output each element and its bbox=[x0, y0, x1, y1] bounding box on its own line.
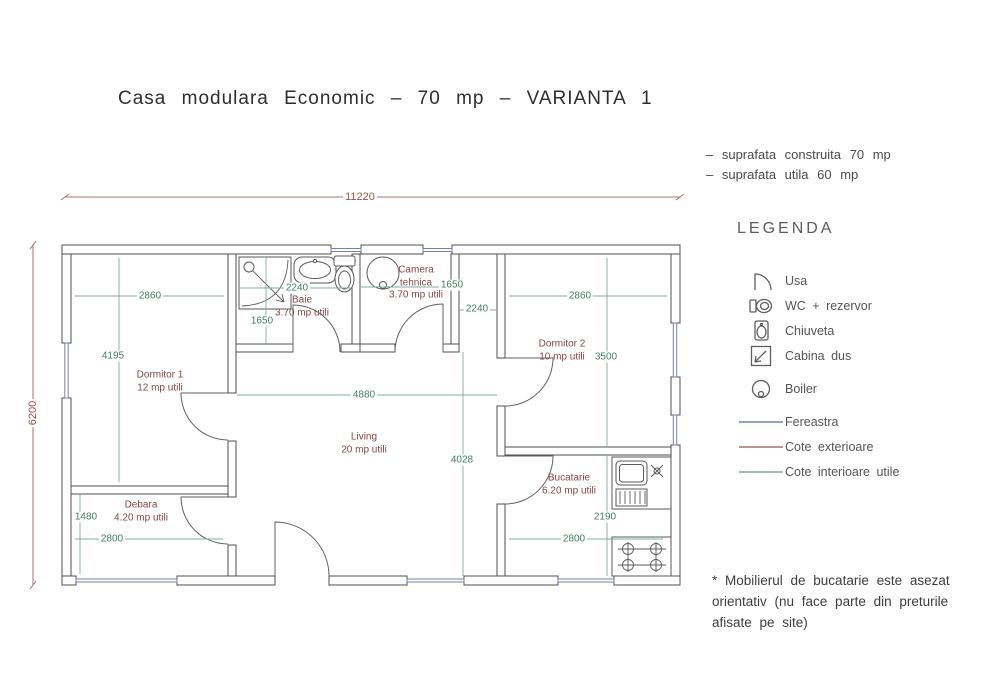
boiler-icon bbox=[737, 378, 785, 400]
dim-dormitor1-width: 2860 bbox=[136, 290, 164, 302]
legend-item-cabina-dus: Cabina dus bbox=[737, 343, 899, 368]
toilet bbox=[333, 255, 356, 293]
legend-item-boiler: Boiler bbox=[737, 376, 899, 401]
dim-debara-height: 1480 bbox=[72, 511, 100, 523]
ext-dim-line-icon bbox=[737, 444, 785, 450]
shower-cabin bbox=[238, 256, 292, 310]
room-label-debara: Debara 4.20 mp utili bbox=[114, 500, 168, 525]
legend-label: Cabina dus bbox=[785, 348, 852, 363]
shower-icon bbox=[737, 344, 785, 368]
door-icon bbox=[737, 269, 785, 293]
dim-dormitor2-width: 2860 bbox=[566, 290, 594, 302]
windows bbox=[64, 248, 678, 583]
legend-item-cote-interioare: Cote interioare utile bbox=[737, 459, 899, 484]
window-line-icon bbox=[737, 419, 785, 425]
int-dim-line-icon bbox=[737, 469, 785, 475]
dim-living-width: 4880 bbox=[350, 389, 378, 401]
legend-item-usa: Usa bbox=[737, 268, 899, 293]
room-label-camera-tehnica: Camera tehnica 3.70 mp utili bbox=[384, 264, 448, 302]
sink-icon bbox=[737, 319, 785, 343]
legend-label: Boiler bbox=[785, 381, 817, 396]
room-label-dormitor1: Dormitor 1 12 mp utili bbox=[137, 370, 184, 395]
kitchen-sink-counter bbox=[611, 456, 672, 510]
room-label-bucatarie: Bucatarie 6.20 mp utili bbox=[542, 473, 596, 498]
summary-utila: – suprafata utila 60 mp bbox=[706, 167, 859, 182]
interior-walls bbox=[70, 253, 672, 577]
room-name: Debara bbox=[124, 499, 158, 511]
dim-baie-width: 2240 bbox=[283, 282, 311, 294]
legend-item-fereastra: Fereastra bbox=[737, 409, 899, 434]
legend-title: LEGENDA bbox=[737, 220, 835, 237]
dim-exterior-height: 6200 bbox=[27, 398, 39, 428]
legend-item-chiuveta: Chiuveta bbox=[737, 318, 899, 343]
room-name: Dormitor 1 bbox=[136, 369, 184, 381]
room-label-baie: Baie 3.70 mp utili bbox=[275, 295, 329, 320]
room-label-dormitor2: Dormitor 2 10 mp utili bbox=[539, 339, 586, 364]
room-name: Dormitor 2 bbox=[538, 338, 586, 350]
legend-label: Chiuveta bbox=[785, 323, 835, 338]
kitchen-stove bbox=[611, 536, 672, 577]
dim-exterior-width: 11220 bbox=[343, 191, 377, 203]
wc-icon bbox=[737, 295, 785, 317]
exterior-walls bbox=[61, 244, 681, 586]
bathroom-sink bbox=[293, 256, 337, 284]
room-name: Camera tehnica bbox=[398, 264, 434, 288]
dim-dormitor1-height: 4195 bbox=[99, 350, 127, 362]
page-title: Casa modulara Economic – 70 mp – VARIANT… bbox=[118, 88, 653, 109]
legend-label: Cote exterioare bbox=[785, 439, 874, 454]
room-area: 6.20 mp utili bbox=[542, 485, 596, 496]
room-area: 4.20 mp utili bbox=[114, 512, 168, 523]
dim-camera-width: 1650 bbox=[438, 279, 466, 291]
area-summary: – suprafata construita 70 mp – suprafata… bbox=[706, 145, 891, 185]
dim-living-height: 4028 bbox=[448, 454, 476, 466]
legend-label: Cote interioare utile bbox=[785, 464, 900, 479]
room-name: Bucatarie bbox=[547, 472, 591, 484]
room-label-living: Living 20 mp utili bbox=[341, 432, 387, 457]
dim-debara-width: 2800 bbox=[98, 533, 126, 545]
summary-construita: – suprafata construita 70 mp bbox=[706, 147, 891, 162]
dim-dormitor2-height: 3500 bbox=[592, 351, 620, 363]
room-area: 3.70 mp utili bbox=[389, 289, 443, 301]
legend-label: Usa bbox=[785, 273, 808, 288]
dim-bucatarie-width: 2800 bbox=[560, 533, 588, 545]
interior-dim-lines bbox=[75, 258, 667, 576]
legend: LEGENDA Usa WC + rezervor Chiuveta Cabin… bbox=[737, 220, 899, 484]
dim-baie-height: 1650 bbox=[248, 315, 276, 327]
room-name: Baie bbox=[291, 294, 313, 306]
room-area: 10 mp utili bbox=[539, 351, 585, 362]
legend-item-wc: WC + rezervor bbox=[737, 293, 899, 318]
kitchen-furniture-note: * Mobilierul de bucatarie este asezat or… bbox=[712, 573, 950, 630]
room-name: Living bbox=[350, 431, 378, 443]
dim-camera-height: 2240 bbox=[463, 303, 491, 315]
room-area: 20 mp utili bbox=[341, 444, 387, 455]
room-area: 12 mp utili bbox=[137, 382, 183, 393]
legend-label: WC + rezervor bbox=[785, 298, 872, 313]
legend-label: Fereastra bbox=[785, 414, 839, 429]
room-area: 3.70 mp utili bbox=[275, 307, 329, 318]
dim-bucatarie-height: 2190 bbox=[591, 511, 619, 523]
legend-item-cote-exterioare: Cote exterioare bbox=[737, 434, 899, 459]
doors bbox=[180, 303, 554, 577]
